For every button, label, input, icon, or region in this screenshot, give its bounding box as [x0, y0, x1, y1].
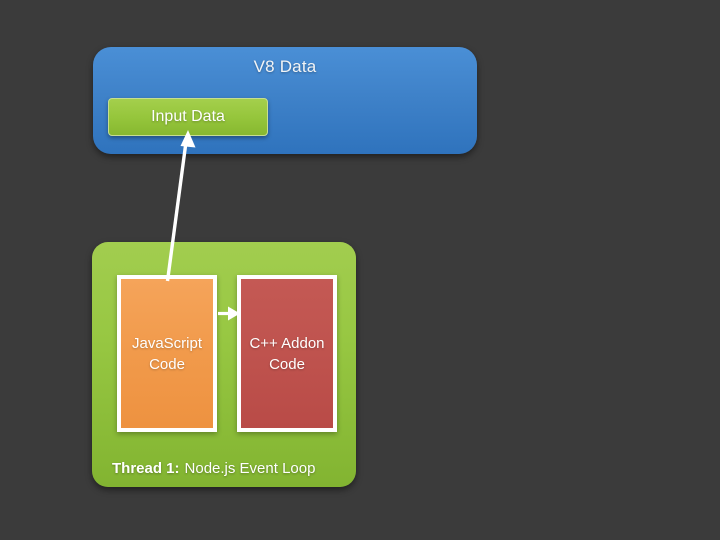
v8-data-title: V8 Data — [253, 57, 317, 76]
cpp-addon-code-label: C++ Addon Code — [249, 333, 324, 375]
javascript-code-box: JavaScript Code — [117, 275, 217, 432]
cpp-addon-code-label-line2: Code — [269, 355, 305, 373]
cpp-addon-code-box: C++ Addon Code — [237, 275, 337, 432]
input-data-label: Input Data — [151, 108, 225, 125]
thread-1-label: Thread 1:Node.js Event Loop — [112, 460, 315, 477]
input-data-box: Input Data — [108, 98, 268, 136]
v8-data-box: V8 Data Input Data — [93, 47, 477, 154]
thread-1-label-bold: Thread 1: — [112, 460, 180, 477]
javascript-code-label-line2: Code — [149, 355, 185, 373]
cpp-addon-code-label-line1: C++ Addon — [249, 334, 325, 352]
thread-1-box: JavaScript Code C++ Addon Code Thread 1:… — [92, 242, 356, 487]
javascript-code-label-line1: JavaScript — [131, 334, 203, 352]
javascript-code-label: JavaScript Code — [132, 333, 202, 375]
thread-1-label-rest: Node.js Event Loop — [184, 460, 316, 477]
